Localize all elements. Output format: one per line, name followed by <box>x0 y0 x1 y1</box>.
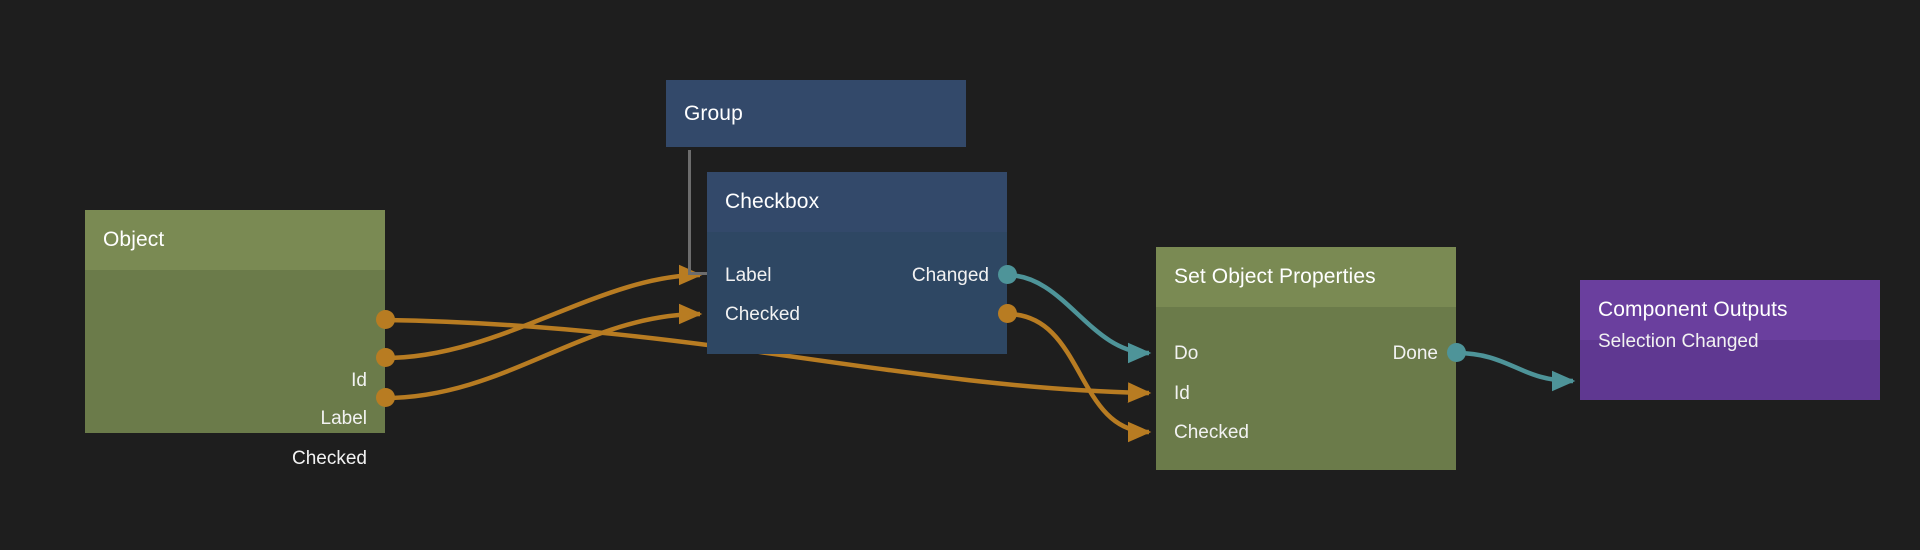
port-label-sop-checked: Checked <box>1174 421 1249 443</box>
node-set-object-properties-header: Set Object Properties <box>1156 247 1456 307</box>
edge-checkbox-changed-to-setobjectproperties-do <box>1006 272 1152 364</box>
node-group-header: Group <box>666 80 966 147</box>
node-set-object-properties-title: Set Object Properties <box>1174 265 1376 288</box>
port-label-sop-id: Id <box>1174 382 1190 404</box>
edge-object-checked-to-checkbox-checked <box>384 303 703 401</box>
port-row-object-label[interactable]: Label <box>85 405 385 431</box>
port-row-object-id[interactable]: Id <box>85 367 385 393</box>
port-row-checkbox-label[interactable]: Label Changed <box>707 262 1007 288</box>
node-object-header: Object <box>85 210 385 270</box>
edge-setobjectproperties-done-to-componentoutputs-selectionchanged <box>1455 350 1576 392</box>
port-label-checkbox-checked: Checked <box>725 303 800 325</box>
port-label-sop-do: Do <box>1174 342 1199 364</box>
node-checkbox[interactable]: Checkbox Label Changed Checked <box>707 172 1007 354</box>
node-component-outputs-header: Component Outputs <box>1580 280 1880 340</box>
port-row-checkbox-checked[interactable]: Checked <box>707 301 1007 327</box>
port-dot-object-checked[interactable] <box>376 388 395 407</box>
port-label-checkbox-changed: Changed <box>911 264 989 286</box>
port-row-sop-checked[interactable]: Checked <box>1156 419 1456 445</box>
node-checkbox-title: Checkbox <box>725 190 820 213</box>
node-component-outputs-title: Component Outputs <box>1598 298 1788 321</box>
node-group[interactable]: Group <box>666 80 966 147</box>
node-object-body: Id Label Checked <box>85 270 385 468</box>
port-label-selection-changed: Selection Changed <box>1598 330 1759 352</box>
port-dot-sop-done[interactable] <box>1447 343 1466 362</box>
port-dot-object-label[interactable] <box>376 348 395 367</box>
port-label-object-label: Label <box>320 407 368 429</box>
edge-object-label-to-checkbox-label <box>384 264 703 361</box>
port-dot-checkbox-changed[interactable] <box>998 265 1017 284</box>
node-checkbox-body: Label Changed Checked <box>707 232 1007 354</box>
port-row-sop-do[interactable]: Do Done <box>1156 340 1456 366</box>
port-row-object-checked[interactable]: Checked <box>85 445 385 471</box>
node-component-outputs-body: Selection Changed <box>1580 332 1880 400</box>
node-group-title: Group <box>684 101 743 125</box>
port-label-sop-done: Done <box>1392 342 1438 364</box>
edge-checkbox-checkedout-to-setobjectproperties-checked <box>1006 311 1152 443</box>
node-object[interactable]: Object Id Label Checked <box>85 210 385 468</box>
port-row-sop-id[interactable]: Id <box>1156 380 1456 406</box>
port-row-component-outputs-selection-changed[interactable]: Selection Changed <box>1580 328 1880 354</box>
node-checkbox-header: Checkbox <box>707 172 1007 232</box>
node-set-object-properties-body: Do Done Id Checked <box>1156 307 1456 470</box>
port-label-object-id: Id <box>351 369 367 391</box>
node-object-title: Object <box>103 228 165 251</box>
port-label-checkbox-label: Label <box>725 264 772 286</box>
port-dot-checkbox-checked-output[interactable] <box>998 304 1017 323</box>
port-label-object-checked: Checked <box>292 447 367 469</box>
node-set-object-properties[interactable]: Set Object Properties Do Done Id Checked <box>1156 247 1456 470</box>
port-dot-object-id[interactable] <box>376 310 395 329</box>
node-component-outputs[interactable]: Component Outputs Selection Changed <box>1580 280 1880 400</box>
